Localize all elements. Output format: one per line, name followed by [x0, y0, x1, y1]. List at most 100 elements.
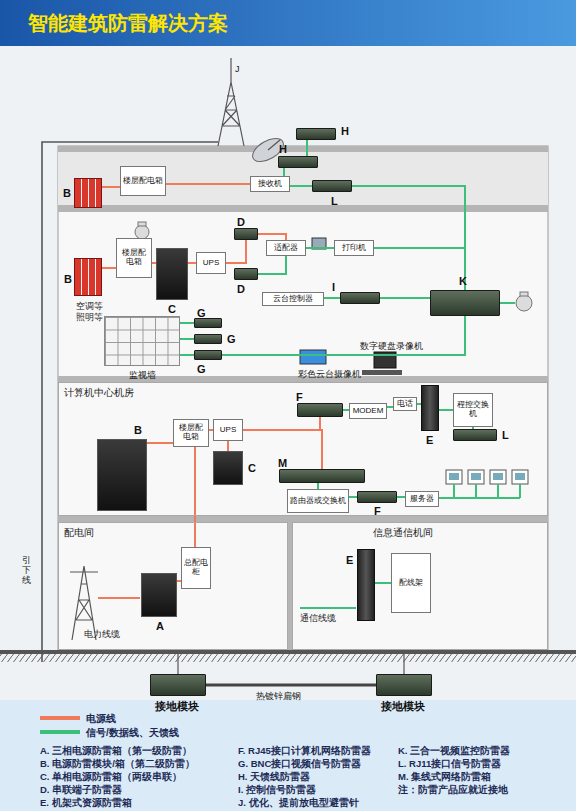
legend-entry: 信号/数据线、天馈线 — [40, 726, 240, 739]
protector-device: F — [357, 491, 397, 503]
box-label: UPS — [203, 259, 219, 268]
equipment-box: 服务器 — [405, 491, 439, 507]
callout-letter: G — [197, 363, 206, 375]
annotation: 彩色云台摄像机 — [298, 368, 361, 381]
power-line — [194, 447, 196, 547]
equipment-box: 楼层配电箱 — [173, 419, 209, 447]
equipment-box: 路由器或交换机 — [287, 489, 349, 513]
box-label: 适配器 — [274, 244, 298, 253]
power-line — [102, 267, 116, 269]
box-label: 接收机 — [258, 180, 282, 189]
protector-device: E — [421, 385, 439, 431]
box-label: 楼层配电箱 — [119, 249, 149, 267]
key-entry: A. 三相电源防雷箱（第一级防雷） — [40, 745, 192, 758]
box-label: 路由器或交换机 — [290, 497, 346, 506]
key-entry: D. 串联端子防雷器 — [40, 784, 122, 797]
signal-line — [439, 409, 453, 411]
signal-line — [222, 316, 465, 355]
protector-device: B — [74, 258, 102, 296]
power-line — [226, 240, 246, 263]
key-entry: 注：防雷产品应就近接地 — [398, 784, 508, 797]
legend-text: 电源线 — [86, 712, 116, 726]
callout-letter: F — [374, 505, 381, 517]
key-entry: C. 单相电源防雷箱（两级串联） — [40, 771, 182, 784]
room-region: 计算机中心机房楼层配电箱BCUPSFMODEM电话E程控交换机LM路由器或交换机… — [58, 382, 548, 516]
protector-device: G — [194, 318, 222, 328]
key-entry: I. 控制信号防雷器 — [238, 784, 316, 797]
callout-letter: E — [346, 554, 353, 566]
callout-letter: B — [63, 187, 71, 199]
signal-line — [290, 185, 312, 187]
protector-device: G — [194, 350, 222, 360]
box-label: 电话 — [397, 400, 413, 409]
signal-line — [283, 168, 285, 176]
callout-letter: K — [459, 275, 467, 287]
protector-device: L — [312, 180, 352, 192]
annotation: J — [235, 64, 240, 74]
signal-line — [324, 297, 340, 299]
legend-entry: 电源线 — [40, 712, 240, 725]
callout-letter: G — [197, 307, 206, 319]
key-entry: E. 机架式资源防雷箱 — [40, 797, 132, 810]
callout-letter: D — [237, 283, 245, 295]
key-entry: M. 集线式网络防雷箱 — [398, 771, 491, 784]
power-line — [188, 262, 196, 264]
box-label: 配线架 — [399, 579, 423, 588]
protector-device: B — [97, 439, 147, 511]
box-label: 程控交换机 — [456, 401, 490, 419]
key-entry: B. 电源防雷模块/箱（第二级防雷） — [40, 758, 195, 771]
protector-device: D — [234, 268, 258, 280]
key-entry: J. 优化、提前放电型避雷针 — [238, 797, 359, 810]
equipment-box: 程控交换机 — [453, 393, 493, 427]
box-label: 服务器 — [410, 495, 434, 504]
equipment-box: 电话 — [393, 397, 417, 411]
protector-device: A — [141, 573, 177, 617]
callout-letter: 接地模块 — [155, 699, 199, 714]
callout-letter: L — [502, 429, 509, 441]
signal-line — [180, 338, 194, 340]
annotation: 数字硬盘录像机 — [360, 340, 423, 353]
callout-letter: 监视墙 — [129, 369, 156, 382]
box-label: 楼层配电箱 — [176, 424, 206, 442]
protector-device: D — [234, 228, 258, 240]
annotation: 通信线缆 — [300, 612, 336, 625]
room-name: 信息通信机间 — [373, 526, 433, 540]
key-entry: G. BNC接口视频信号防雷器 — [238, 758, 361, 771]
power-line — [102, 186, 120, 188]
callout-letter: I — [332, 281, 335, 293]
protector-device: L — [453, 429, 497, 441]
signal-line — [374, 248, 465, 290]
equipment-box: 楼层配电箱 — [116, 238, 152, 278]
signal-line — [306, 140, 308, 156]
protector-device: C — [156, 248, 188, 300]
callout-letter: E — [426, 434, 433, 446]
callout-letter: F — [296, 391, 303, 403]
page-title: 智能建筑防雷解决方案 — [28, 10, 228, 37]
signal-line — [352, 186, 465, 290]
callout-letter: B — [64, 273, 72, 285]
key-entry: H. 天馈线防雷器 — [238, 771, 310, 784]
equipment-box: 打印机 — [334, 240, 374, 256]
power-line — [227, 441, 229, 451]
room-region: 信息通信机间 E 配线架 — [292, 522, 548, 650]
callout-letter: G — [227, 333, 236, 345]
protector-device: 接地模块 — [150, 674, 206, 696]
annotation: 电力线缆 — [84, 628, 120, 641]
room-name: 配电间 — [64, 526, 94, 540]
protector-device: G — [194, 334, 222, 344]
protector-device: C — [213, 451, 243, 485]
ground-strip — [206, 684, 376, 687]
signal-line — [397, 496, 405, 498]
protector-device: E — [357, 549, 375, 621]
annotation: 引下线 — [22, 556, 31, 586]
room-name: 计算机中心机房 — [64, 386, 134, 400]
callout-letter: H — [279, 143, 287, 155]
equipment-box: 云台控制器 — [262, 292, 324, 306]
power-line — [166, 183, 250, 185]
equipment-box: MODEM — [349, 403, 387, 419]
equipment-box: 配线架 — [391, 553, 431, 613]
callout-letter: 接地模块 — [381, 699, 425, 714]
key-entry: L. RJ11接口信号防雷器 — [398, 758, 501, 771]
callout-letter: H — [341, 125, 349, 137]
protector-device: I — [340, 292, 380, 304]
